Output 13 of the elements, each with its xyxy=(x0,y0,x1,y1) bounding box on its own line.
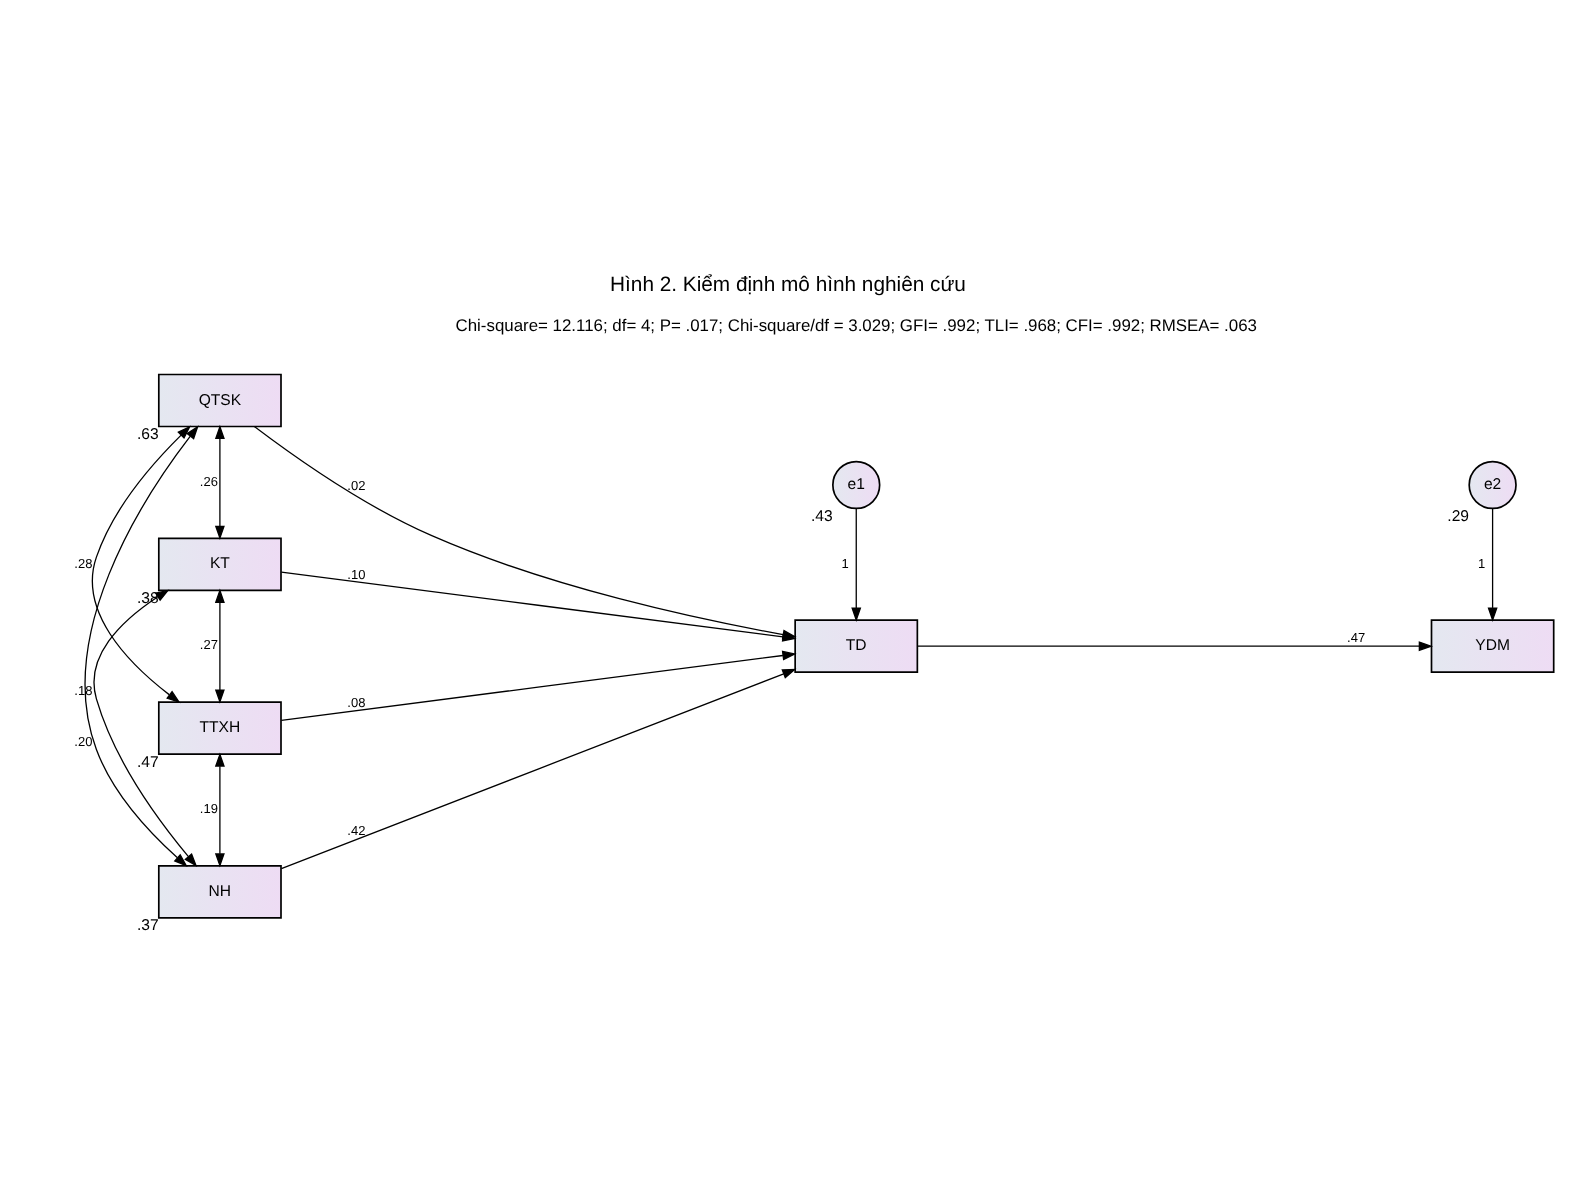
arrow xyxy=(851,507,862,622)
arrow xyxy=(84,425,199,867)
arrow xyxy=(280,650,797,721)
arrow xyxy=(93,589,198,868)
arrow xyxy=(214,424,225,540)
arrow xyxy=(214,588,225,704)
label: Chi-square= 12.116; df= 4; P= .017; Chi-square/df = 3.029; GFI= .992; TLI= .968; CFI= .992; RMSEA= .063 xyxy=(455,314,1257,335)
arrow xyxy=(214,752,225,868)
arrow xyxy=(1487,507,1498,622)
arrow xyxy=(280,668,797,870)
arrow xyxy=(917,641,1433,652)
diagram-title: Hình 2. Kiểm định mô hình nghiên cứu xyxy=(610,275,966,298)
arrow xyxy=(91,425,192,704)
